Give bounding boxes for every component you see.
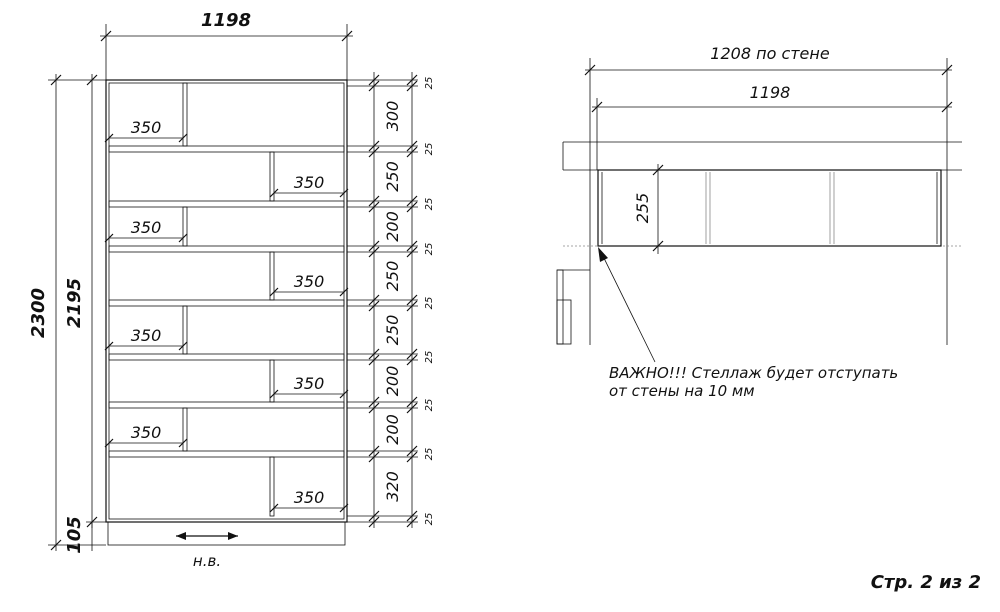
- plan-view: 1208 по стене 1198 255 ВАЖНО!!! Стеллаж …: [556, 44, 962, 400]
- shelf-thickness-label: 25: [424, 198, 435, 211]
- divider-dim-label: 350: [294, 488, 325, 507]
- section-height-label: 250: [383, 315, 402, 346]
- page-number: Стр. 2 из 2: [871, 572, 981, 593]
- shelf-thickness-label: 25: [424, 351, 435, 364]
- divider: [182, 206, 188, 247]
- direction-label: н.в.: [193, 552, 221, 570]
- section-height-label: 320: [383, 471, 402, 502]
- door-frame: [556, 269, 564, 345]
- shelf-thickness-label: 25: [424, 513, 435, 526]
- shelf: [108, 245, 345, 253]
- dim-width-plan-label: 1198: [750, 83, 791, 102]
- shelf: [108, 401, 345, 409]
- plinth: [107, 521, 346, 546]
- divider-dim-label: 350: [131, 218, 162, 237]
- divider-dim-label: 350: [131, 423, 162, 442]
- shelf-thickness-label: 25: [424, 297, 435, 310]
- dim-inner-height-label: 2195: [64, 278, 85, 328]
- divider-dim-label: 350: [294, 374, 325, 393]
- divider-dim-label: 350: [294, 272, 325, 291]
- cabinet-inner-outline: [108, 82, 345, 520]
- shelf-thickness-label: 25: [424, 243, 435, 256]
- section-height-label: 250: [383, 261, 402, 292]
- cabinet-plan: [597, 169, 942, 247]
- divider: [182, 82, 188, 147]
- divider: [269, 456, 275, 517]
- section-height-label: 250: [383, 161, 402, 192]
- shelf: [108, 353, 345, 361]
- shelf: [108, 450, 345, 458]
- shelf-thickness-label: 25: [424, 143, 435, 156]
- shelves: [108, 145, 345, 458]
- shelf-thickness-label: 25: [424, 399, 435, 412]
- vertical-dividers: 350 350 350 350 350 350 350 350: [104, 82, 349, 517]
- section-height-label: 300: [383, 101, 402, 132]
- shelf: [108, 299, 345, 307]
- divider: [269, 359, 275, 403]
- section-height-label: 200: [383, 211, 402, 242]
- note-line-1: ВАЖНО!!! Стеллаж будет отступать: [609, 364, 898, 382]
- shelf: [108, 145, 345, 153]
- section-dimensions: 25 300 25 250 25 200 25 250 25 250 25 200 25 200 25 320…: [347, 74, 435, 528]
- divider: [269, 151, 275, 202]
- section-height-label: 200: [383, 414, 402, 445]
- shelf-thickness-label: 25: [424, 448, 435, 461]
- divider-dim-label: 350: [294, 173, 325, 192]
- dim-depth-label: 255: [633, 193, 652, 224]
- divider-dim-label: 350: [131, 118, 162, 137]
- shelf: [108, 200, 345, 208]
- note-line-2: от стены на 10 мм: [609, 382, 755, 400]
- dim-plinth-label: 105: [64, 516, 85, 554]
- dim-wall-label: 1208 по стене: [710, 44, 830, 63]
- divider: [182, 305, 188, 355]
- note-leader: [599, 249, 656, 363]
- divider-dim-label: 350: [131, 326, 162, 345]
- divider: [269, 251, 275, 301]
- divider: [182, 407, 188, 452]
- shelf-thickness-label: 25: [424, 77, 435, 90]
- section-height-label: 200: [383, 366, 402, 397]
- dim-width-label: 1198: [201, 10, 251, 31]
- dim-total-height-label: 2300: [28, 288, 49, 338]
